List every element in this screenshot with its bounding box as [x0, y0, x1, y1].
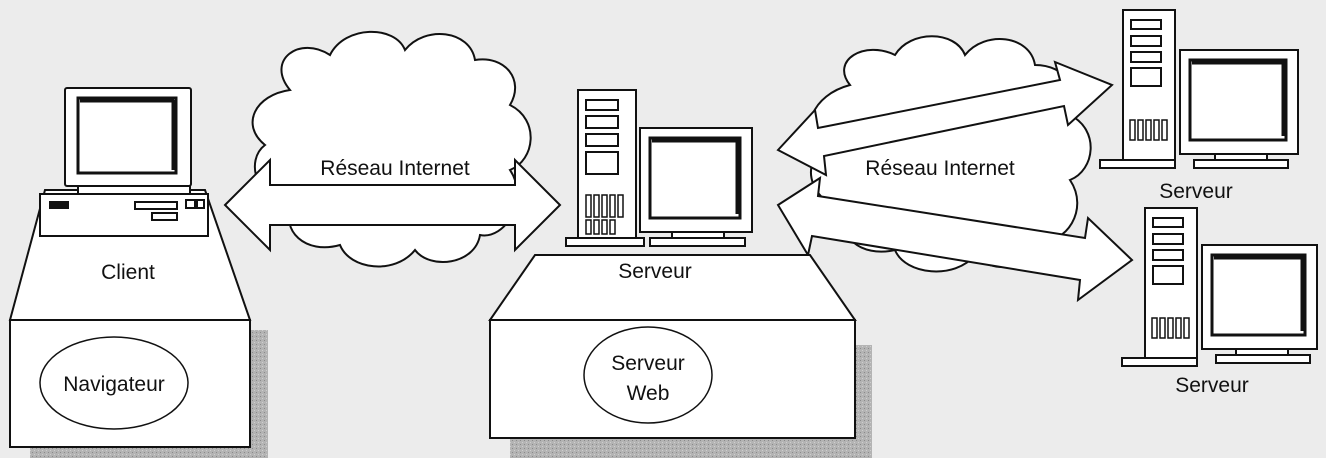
server-pedestal — [488, 254, 872, 458]
cloud-left-label: Réseau Internet — [320, 157, 470, 180]
web-server-label-line2: Web — [627, 382, 670, 405]
remote-server-bottom-icon — [1121, 207, 1318, 367]
server-tower-icon — [565, 89, 645, 247]
cloud-left — [251, 30, 532, 268]
client-computer-icon — [39, 87, 209, 237]
web-server-label-line1: Serveur — [611, 352, 685, 375]
cloud-right-label: Réseau Internet — [865, 157, 1015, 180]
remote-server-bottom-label: Serveur — [1175, 374, 1249, 397]
server-monitor-icon — [639, 127, 753, 247]
browser-ellipse — [39, 336, 189, 430]
arrow-to-server-bottom — [776, 176, 1134, 303]
remote-server-top-icon — [1099, 9, 1299, 169]
remote-server-top-label: Serveur — [1159, 180, 1233, 203]
browser-label: Navigateur — [63, 373, 165, 396]
client-label: Client — [101, 261, 155, 284]
web-server-ellipse — [583, 326, 713, 424]
server-label: Serveur — [618, 260, 692, 283]
arrow-to-server-top — [776, 60, 1114, 177]
arrow-client-server — [223, 157, 562, 253]
